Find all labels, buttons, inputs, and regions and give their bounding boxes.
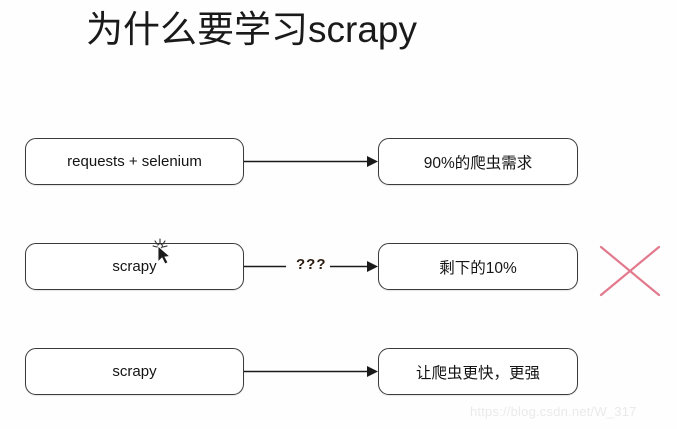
connector-arrow-1 bbox=[244, 138, 378, 185]
node-label: requests + selenium bbox=[67, 153, 202, 170]
node-label: scrapy bbox=[112, 363, 157, 380]
arrow-right-icon bbox=[244, 156, 378, 167]
arrow-right-icon bbox=[244, 261, 378, 272]
red-x-mark-icon bbox=[598, 244, 662, 298]
node-scrapy-unknown[interactable]: scrapy bbox=[25, 243, 244, 290]
flow-row-1: requests + selenium 90%的爬虫需求 bbox=[0, 138, 677, 208]
arrow-right-icon bbox=[244, 366, 378, 377]
node-remaining-10-percent[interactable]: 剩下的10% bbox=[378, 243, 578, 290]
node-label: 剩下的10% bbox=[439, 259, 517, 277]
watermark-text: https://blog.csdn.net/W_317 bbox=[470, 404, 637, 419]
connector-arrow-3 bbox=[244, 348, 378, 395]
connector-arrow-2 bbox=[244, 243, 378, 290]
node-label: 让爬虫更快，更强 bbox=[415, 364, 540, 382]
node-label: 90%的爬虫需求 bbox=[423, 154, 533, 172]
connector-label-question: ??? bbox=[296, 256, 327, 273]
node-requests-selenium[interactable]: requests + selenium bbox=[25, 138, 244, 185]
node-90-percent-demand[interactable]: 90%的爬虫需求 bbox=[378, 138, 578, 185]
node-label: scrapy bbox=[112, 258, 157, 275]
node-scrapy-benefit[interactable]: scrapy bbox=[25, 348, 244, 395]
flow-row-2: scrapy ??? 剩下的10% bbox=[0, 243, 677, 313]
page-title: 为什么要学习scrapy bbox=[86, 9, 417, 50]
node-faster-stronger[interactable]: 让爬虫更快，更强 bbox=[378, 348, 578, 395]
